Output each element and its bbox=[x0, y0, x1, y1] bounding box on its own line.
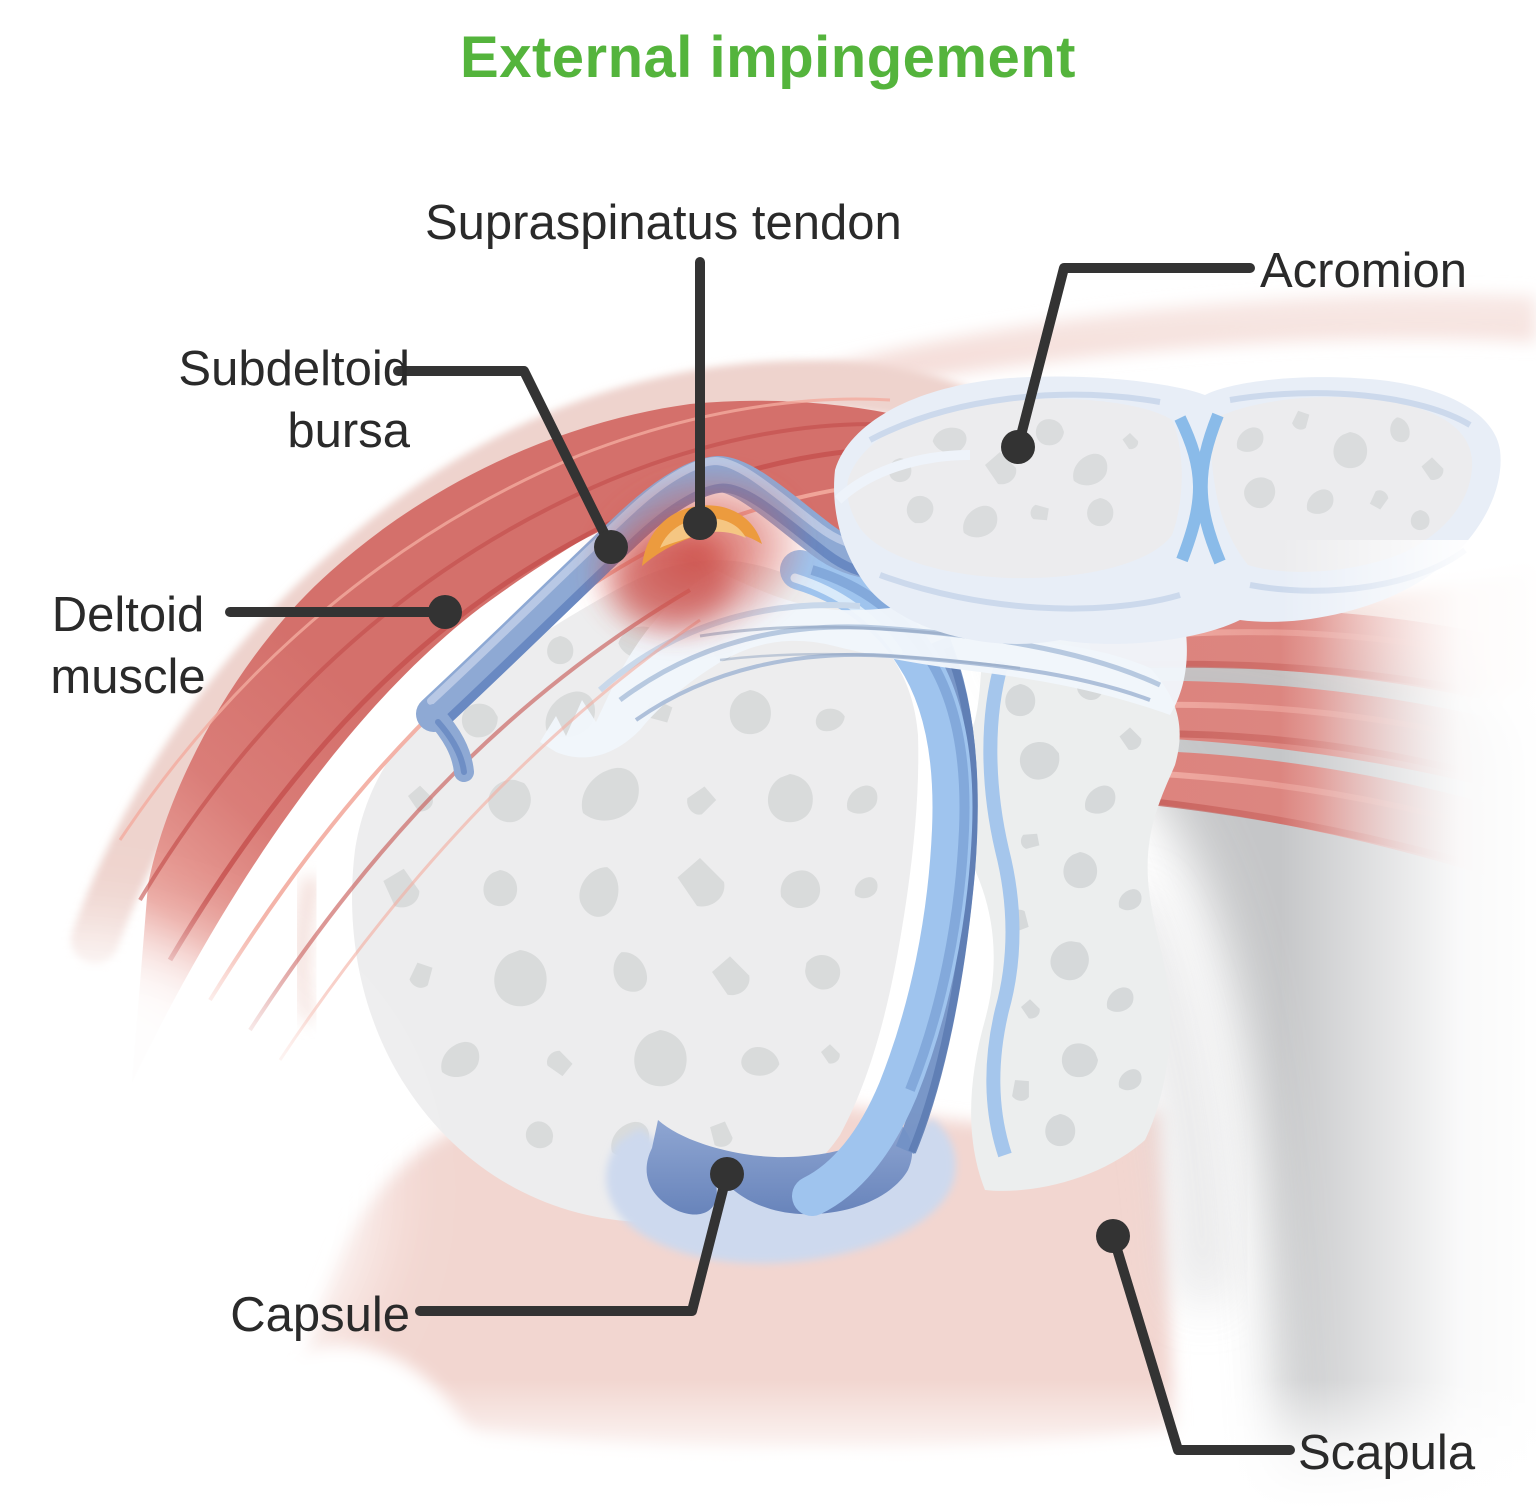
label-subdeltoid-bursa-line2: bursa bbox=[287, 404, 410, 458]
label-acromion: Acromion bbox=[1260, 244, 1467, 298]
leader-dots bbox=[428, 430, 1130, 1253]
glenoid-bone bbox=[961, 638, 1180, 1191]
soft-fades bbox=[0, 540, 1536, 1510]
leader-capsule bbox=[415, 1169, 732, 1316]
impingement-spot bbox=[579, 462, 815, 650]
glenoid-cartilage bbox=[983, 660, 1020, 1158]
ac-joint-cartilage bbox=[1195, 412, 1226, 565]
label-capsule: Capsule bbox=[230, 1288, 410, 1342]
label-supraspinatus-tendon: Supraspinatus tendon bbox=[425, 196, 902, 250]
acromion-bone bbox=[847, 398, 1182, 579]
leader-lines bbox=[225, 257, 1295, 1455]
label-subdeltoid-bursa-line1: Subdeltoid bbox=[178, 342, 410, 396]
leader-scapula bbox=[1108, 1231, 1295, 1455]
label-deltoid-muscle: Deltoid muscle bbox=[28, 584, 228, 708]
leader-subdeltoid-bursa bbox=[393, 366, 616, 552]
clavicle-bone bbox=[1210, 396, 1473, 572]
figure-title: External impingement bbox=[460, 25, 1076, 90]
label-subdeltoid-bursa: Subdeltoid bursa bbox=[178, 338, 410, 462]
label-deltoid-muscle-line1: Deltoid bbox=[51, 588, 205, 642]
humeral-head-bone bbox=[352, 560, 919, 1223]
label-scapula: Scapula bbox=[1298, 1426, 1476, 1480]
label-deltoid-muscle-line2: muscle bbox=[50, 650, 206, 704]
leader-acromion bbox=[1013, 263, 1255, 452]
